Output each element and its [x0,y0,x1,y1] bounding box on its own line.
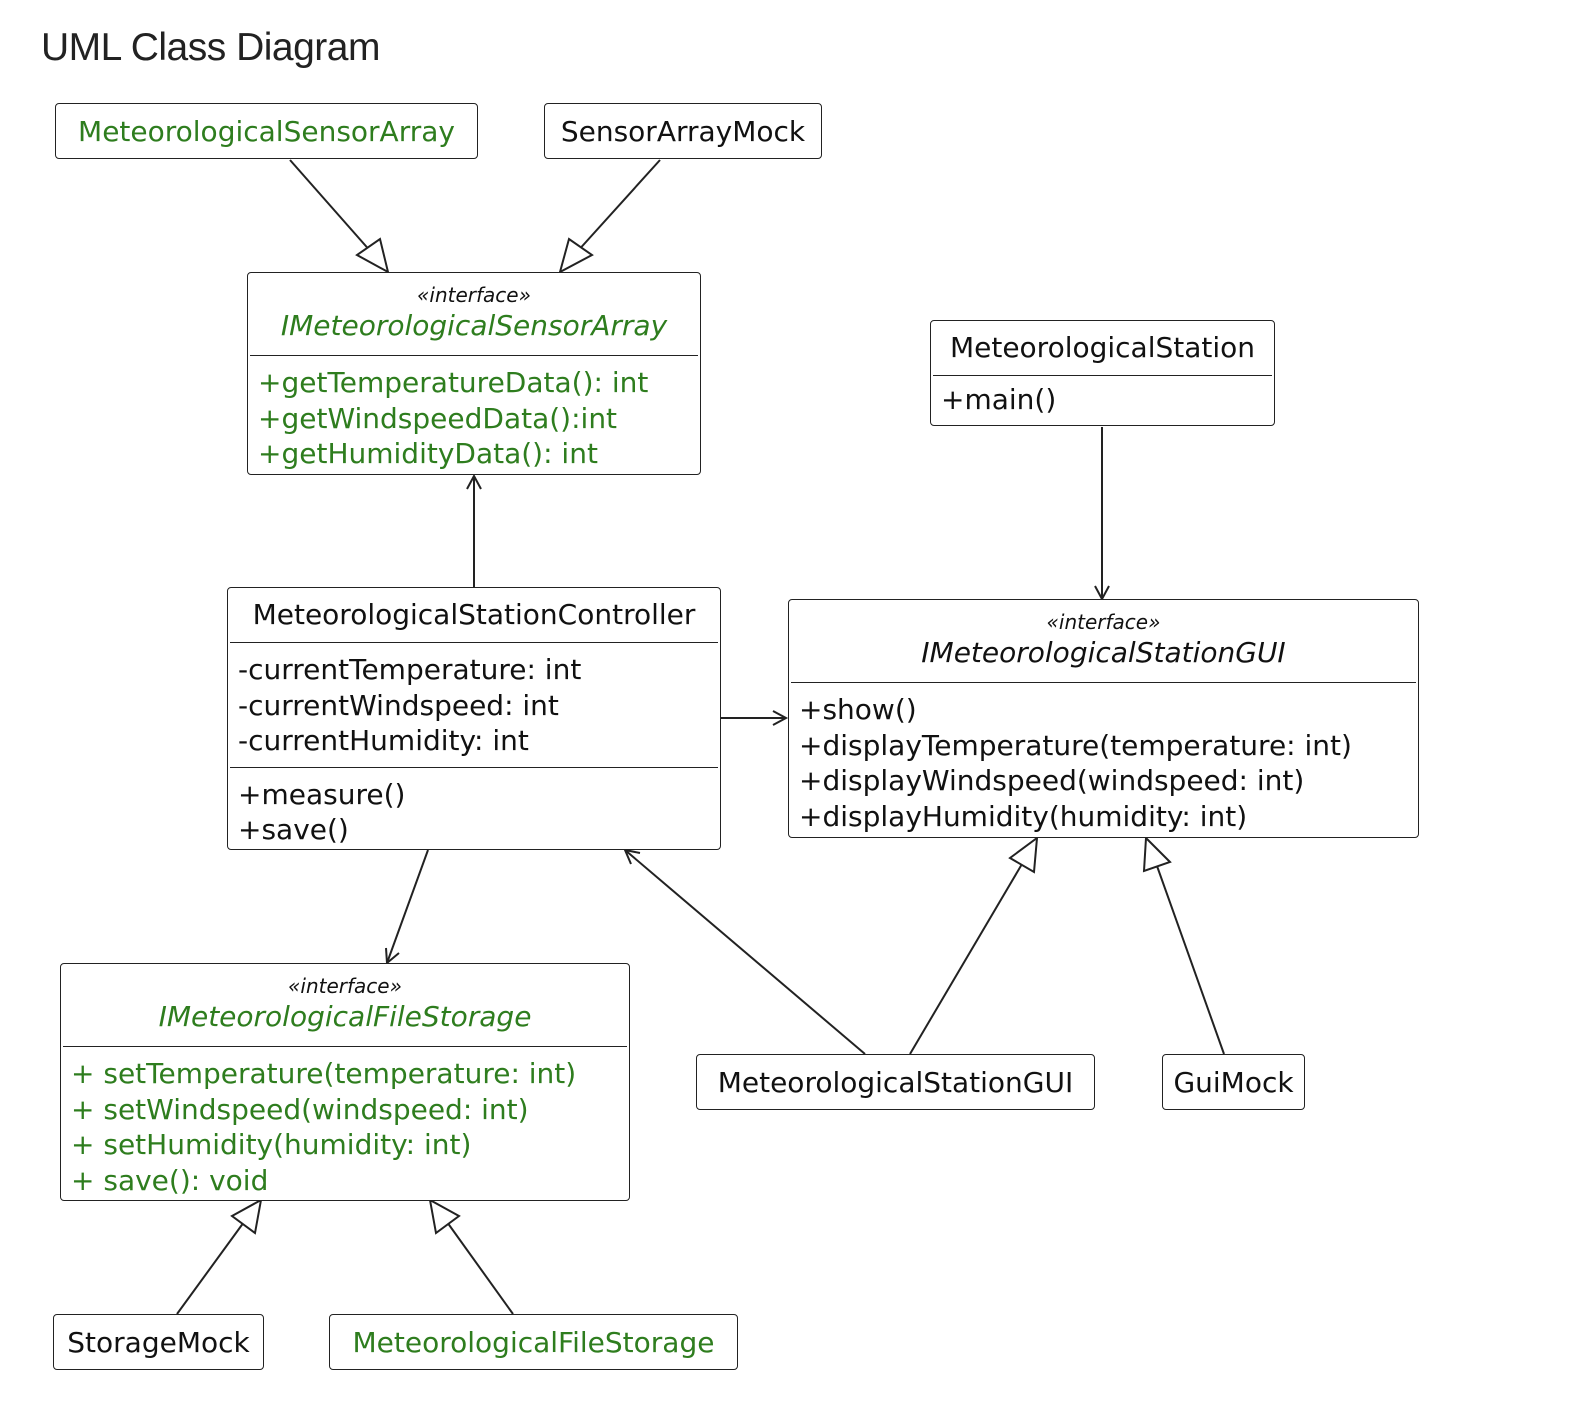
attribute: -currentTemperature: int [238,653,582,686]
class-sensor-array-mock[interactable]: SensorArrayMock [544,103,822,159]
interface-name: IMeteorologicalFileStorage [158,1000,532,1033]
edge-filestorage-realizes-istorage [428,1198,514,1315]
interface-name: IMeteorologicalSensorArray [280,309,668,342]
method-list: +show() +displayTemperature(temperature:… [789,683,1418,846]
method: +displayHumidity(humidity: int) [799,799,1248,833]
method: + setHumidity(humidity: int) [71,1128,472,1161]
method-list: +getTemperatureData(): int +getWindspeed… [248,356,700,484]
class-name: MeteorologicalFileStorage [352,1326,715,1359]
attribute: -currentWindspeed: int [238,688,559,722]
class-meteorological-sensor-array[interactable]: MeteorologicalSensorArray [55,103,478,159]
interface-imeteorological-sensor-array[interactable]: «interface» IMeteorologicalSensorArray +… [247,272,701,475]
interface-name: IMeteorologicalStationGUI [921,636,1286,669]
method: + save(): void [71,1163,269,1197]
method: +save() [238,813,349,846]
edge-gui-to-controller [623,848,866,1055]
method: +getWindspeedData():int [258,401,618,435]
attribute-list: -currentTemperature: int -currentWindspe… [228,643,720,767]
method: +displayWindspeed(windspeed: int) [799,764,1305,797]
edge-controller-to-isensor [466,473,482,587]
method: +getTemperatureData(): int [258,366,649,399]
class-name: MeteorologicalStationController [252,598,696,631]
interface-imeteorological-file-storage[interactable]: «interface» IMeteorologicalFileStorage +… [60,963,630,1201]
class-gui-mock[interactable]: GuiMock [1162,1054,1305,1110]
class-meteorological-file-storage[interactable]: MeteorologicalFileStorage [329,1314,738,1370]
class-name: StorageMock [67,1326,250,1359]
class-meteorological-station-gui[interactable]: MeteorologicalStationGUI [696,1054,1095,1110]
edge-station-to-igui [1094,427,1110,602]
method: +main() [941,383,1057,416]
class-name: MeteorologicalSensorArray [78,115,455,148]
divider [250,355,698,356]
edge-controller-to-istorage [385,849,429,966]
class-storage-mock[interactable]: StorageMock [53,1314,264,1370]
method: +measure() [238,777,406,811]
edge-sensormock-realizes-isensor [558,159,661,274]
edge-controller-to-igui [721,710,789,726]
interface-imeteorological-station-gui[interactable]: «interface» IMeteorologicalStationGUI +s… [788,599,1419,838]
edge-guimock-realizes-igui [1142,835,1225,1055]
class-name: GuiMock [1173,1066,1294,1099]
method: +displayTemperature(temperature: int) [799,728,1352,762]
edge-gui-realizes-igui [909,835,1039,1055]
divider [63,1046,627,1047]
divider [933,375,1272,376]
method-list: +main() [931,376,1274,430]
stereotype-label: «interface» [288,974,402,998]
attribute: -currentHumidity: int [238,724,529,757]
divider [230,642,718,643]
edge-sensorarray-realizes-isensor [289,159,390,274]
class-name: MeteorologicalStationGUI [717,1066,1074,1099]
divider [791,682,1416,683]
class-meteorological-station[interactable]: MeteorologicalStation +main() [930,320,1275,426]
stereotype-label: «interface» [1046,610,1161,634]
divider [230,766,718,768]
edge-storagemock-realizes-istorage [176,1198,263,1315]
method: + setWindspeed(windspeed: int) [71,1092,529,1126]
page-title: UML Class Diagram [41,26,380,69]
method: +show() [799,693,917,726]
method-list: + setTemperature(temperature: int) + set… [61,1047,629,1210]
method: +getHumidityData(): int [258,437,598,470]
class-name: SensorArrayMock [560,115,806,148]
method-list: +measure() +save() [228,768,720,860]
class-meteorological-station-controller[interactable]: MeteorologicalStationController -current… [227,587,721,850]
stereotype-label: «interface» [417,283,531,307]
method: + setTemperature(temperature: int) [71,1057,577,1090]
class-name: MeteorologicalStation [949,331,1256,364]
